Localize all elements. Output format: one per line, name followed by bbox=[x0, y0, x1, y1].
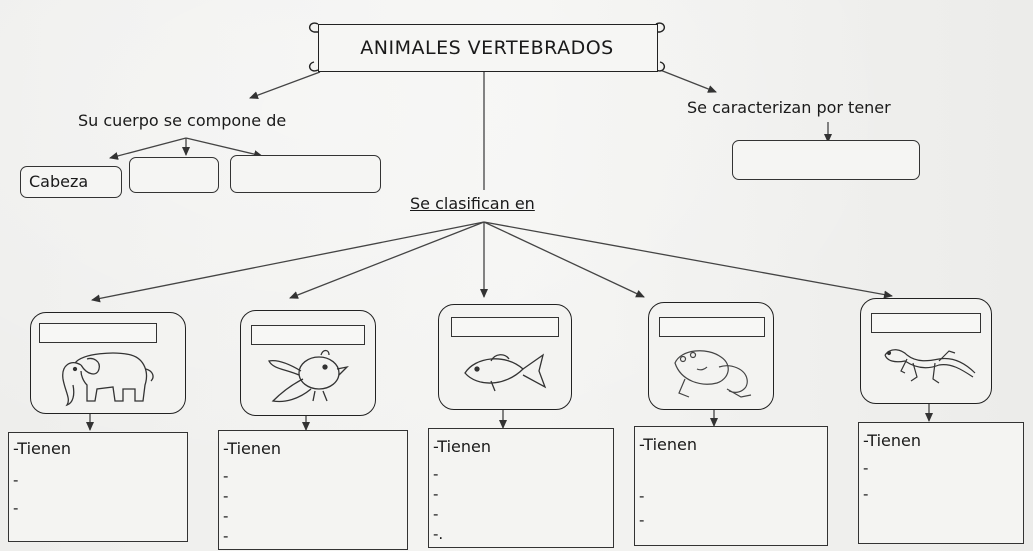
group-detail-box-1[interactable]: -Tienen - - bbox=[8, 432, 188, 542]
detail-line: - bbox=[223, 487, 229, 505]
group-name-slot-2[interactable] bbox=[251, 325, 365, 345]
detail-line: - bbox=[433, 465, 439, 483]
detail-line: - bbox=[433, 505, 439, 523]
detail-line: - bbox=[863, 459, 869, 477]
group-card-5 bbox=[860, 298, 992, 404]
detail-line: -Tienen bbox=[223, 439, 281, 458]
group-name-slot-4[interactable] bbox=[659, 317, 765, 337]
group-detail-box-5[interactable]: -Tienen - - bbox=[858, 422, 1024, 544]
group-detail-box-4[interactable]: -Tienen - - bbox=[634, 426, 828, 546]
elephant-icon bbox=[62, 352, 154, 407]
group-card-2 bbox=[240, 310, 376, 416]
detail-line: - bbox=[433, 485, 439, 503]
arrow-to-body-parts bbox=[249, 71, 321, 99]
detail-line: -Tienen bbox=[639, 435, 697, 454]
detail-line: - bbox=[223, 467, 229, 485]
detail-line: - bbox=[863, 485, 869, 503]
detail-line: -Tienen bbox=[13, 439, 71, 458]
body-parts-label: Su cuerpo se compone de bbox=[78, 111, 287, 130]
fish-icon bbox=[464, 353, 547, 392]
characteristics-label: Se caracterizan por tener bbox=[687, 98, 891, 117]
group-detail-box-2[interactable]: -Tienen - - - - bbox=[218, 430, 408, 550]
lizard-icon bbox=[884, 349, 976, 384]
page-title: ANIMALES VERTEBRADOS bbox=[360, 37, 614, 59]
characteristics-box[interactable] bbox=[732, 140, 920, 180]
detail-line: - bbox=[639, 487, 645, 505]
detail-line: -Tienen bbox=[433, 437, 491, 456]
body-part-text-1: Cabeza bbox=[29, 172, 89, 191]
detail-line: - bbox=[13, 471, 19, 489]
group-name-slot-5[interactable] bbox=[871, 313, 981, 333]
scroll-curl-left bbox=[308, 22, 319, 33]
detail-line: - bbox=[223, 527, 229, 545]
bird-icon bbox=[268, 349, 349, 403]
group-card-3 bbox=[438, 304, 572, 410]
group-card-4 bbox=[648, 302, 774, 410]
group-name-slot-1[interactable] bbox=[39, 323, 157, 343]
scroll-curl-right bbox=[655, 22, 666, 33]
frog-icon bbox=[674, 350, 752, 398]
group-card-1 bbox=[30, 312, 186, 414]
body-part-box-1[interactable]: Cabeza bbox=[20, 166, 122, 198]
detail-line: - bbox=[223, 507, 229, 525]
classification-label: Se clasifican en bbox=[410, 194, 535, 213]
body-part-box-3[interactable] bbox=[230, 155, 381, 193]
detail-line: -. bbox=[433, 525, 444, 543]
group-detail-box-3[interactable]: -Tienen - - - -. bbox=[428, 428, 614, 548]
title-banner bbox=[318, 24, 658, 72]
group-name-slot-3[interactable] bbox=[451, 317, 559, 337]
detail-line: - bbox=[13, 499, 19, 517]
detail-line: -Tienen bbox=[863, 431, 921, 450]
detail-line: - bbox=[639, 511, 645, 529]
body-part-box-2[interactable] bbox=[129, 157, 219, 193]
